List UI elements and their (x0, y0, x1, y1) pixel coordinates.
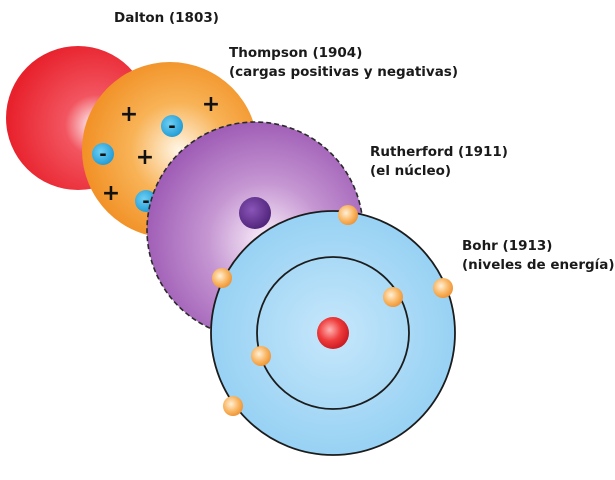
bohr-title: Bohr (1913) (462, 238, 553, 254)
dalton-title: Dalton (1803) (114, 10, 219, 26)
electron-disc (161, 115, 183, 137)
bohr-subtitle: (niveles de energía) (462, 257, 615, 273)
rutherford-title: Rutherford (1911) (370, 144, 508, 160)
dalton-label: Dalton (1803) (114, 9, 219, 28)
bohr-model (210, 205, 456, 456)
positive-charge-sign: + (136, 145, 154, 170)
negative-charge-sign: - (168, 116, 175, 137)
negative-charge: - (92, 143, 114, 165)
bohr-electrons (212, 205, 453, 416)
thompson-title: Thompson (1904) (229, 45, 363, 61)
positive-charge-sign: + (202, 92, 220, 117)
bohr-inner-orbit (256, 256, 410, 410)
bohr-nucleus (317, 317, 349, 349)
thompson-charges: ++++--- (92, 92, 220, 212)
negative-charge-sign: - (142, 191, 149, 212)
bohr-electron (383, 287, 403, 307)
thompson-label: Thompson (1904) (cargas positivas y nega… (229, 44, 458, 82)
bohr-label: Bohr (1913) (niveles de energía) (462, 237, 615, 275)
rutherford-label: Rutherford (1911) (el núcleo) (370, 143, 508, 181)
positive-charge-sign: + (102, 181, 120, 206)
bohr-electron (433, 278, 453, 298)
thompson-subtitle: (cargas positivas y negativas) (229, 64, 459, 80)
negative-charge: - (161, 115, 183, 137)
rutherford-subtitle: (el núcleo) (370, 163, 452, 179)
bohr-electron (212, 268, 232, 288)
bohr-electron (338, 205, 358, 225)
negative-charge-sign: - (99, 144, 106, 165)
positive-charge-sign: + (120, 102, 138, 127)
electron-disc (92, 143, 114, 165)
rutherford-nucleus (239, 197, 271, 229)
bohr-electron (251, 346, 271, 366)
bohr-electron (223, 396, 243, 416)
